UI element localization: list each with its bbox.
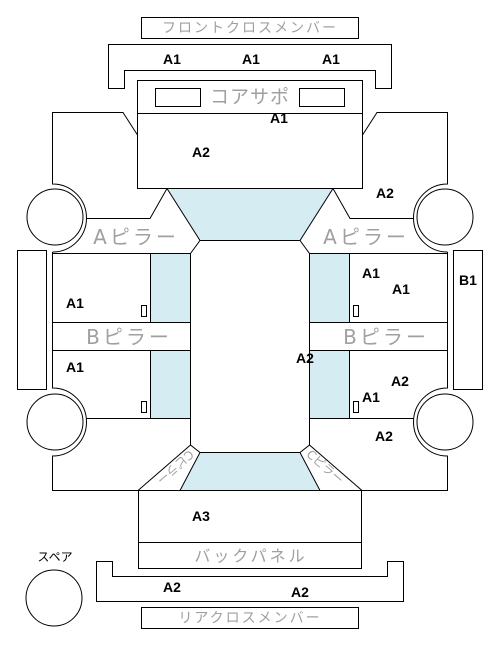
rating-right-rear-door-2: A1 (362, 389, 380, 405)
right-b-pillar-outline (309, 322, 448, 351)
rating-left-front-door: A1 (66, 295, 84, 311)
rating-right-rear-quarter: A2 (375, 428, 393, 444)
damage-ratings: A1 A1 A1 A1 A2 A2 A1 A1 B1 A1 A2 A1 A2 A… (66, 51, 477, 600)
left-rear-side-window (150, 350, 191, 419)
right-rear-door-handle (353, 401, 359, 413)
right-front-fender-outline (362, 112, 448, 253)
right-body-side-outline (362, 252, 448, 491)
core-support-label: コアサポ (210, 86, 290, 108)
rating-right-side-member: B1 (459, 272, 477, 288)
wheels (26, 188, 474, 451)
spare-label: スペア (37, 550, 72, 564)
rating-rear-cross-member-2: A2 (291, 584, 309, 600)
rating-trunk: A3 (192, 508, 210, 524)
rating-left-rear-door: A1 (66, 359, 84, 375)
rating-right-front-door-2: A1 (392, 281, 410, 297)
rating-right-front-door-1: A1 (362, 265, 380, 281)
rating-engine-bay: A2 (192, 144, 210, 160)
rating-right-front-fender: A2 (376, 185, 394, 201)
a-pillar-left-label: Aピラー (93, 225, 179, 249)
engine-bay-outline (137, 113, 363, 189)
rear-cross-member-label: リアクロスメンバー (178, 611, 321, 627)
left-c-pillar-outline (137, 444, 191, 491)
rating-right-rear-door-1: A2 (391, 373, 409, 389)
left-rear-door-handle (141, 401, 147, 413)
back-panel (138, 542, 362, 569)
right-front-door-handle (353, 305, 359, 317)
rear-cross-member-label-box (141, 607, 359, 629)
front-cross-member-label-box (141, 17, 359, 39)
core-support-left-opening (155, 88, 201, 107)
right-rear-side-window (309, 350, 350, 419)
rear-window (179, 452, 321, 491)
front-cross-member-section (108, 17, 392, 89)
right-c-pillar-outline (309, 444, 363, 491)
rear-cross-member-bracket (96, 561, 404, 602)
front-cross-member-bracket (108, 44, 392, 89)
roof-panel (190, 240, 310, 453)
body-outline (17, 80, 483, 569)
b-pillar-left-label: Bピラー (86, 325, 172, 349)
front-cross-member-label: フロントクロスメンバー (162, 21, 338, 37)
rating-rear-cross-member-1: A2 (163, 579, 181, 595)
rating-front-cross-member-3: A1 (322, 51, 340, 67)
spare-tire (25, 569, 83, 627)
rear-left-wheel (26, 393, 84, 451)
left-b-pillar-outline (52, 322, 191, 351)
front-left-wheel (26, 188, 84, 246)
right-side-member (453, 250, 483, 390)
right-front-side-window (309, 253, 350, 323)
left-front-fender-outline (52, 112, 138, 253)
left-side-member (17, 250, 47, 390)
back-panel-label: バックパネル (194, 547, 307, 566)
rating-front-cross-member-2: A1 (242, 51, 260, 67)
b-pillar-right-label: Bピラー (343, 325, 429, 349)
trunk-panel (138, 490, 362, 543)
left-front-side-window (150, 253, 191, 323)
core-support-right-opening (299, 88, 345, 107)
rating-core-support: A1 (270, 110, 288, 126)
windshield (166, 188, 334, 241)
rating-roof: A2 (296, 350, 314, 366)
front-right-wheel (416, 188, 474, 246)
rear-section (25, 561, 404, 629)
a-pillar-right-label: Aピラー (323, 225, 409, 249)
rear-right-wheel (416, 393, 474, 451)
rating-front-cross-member-1: A1 (163, 51, 181, 67)
left-body-side-outline (52, 252, 138, 491)
left-front-door-handle (141, 305, 147, 317)
